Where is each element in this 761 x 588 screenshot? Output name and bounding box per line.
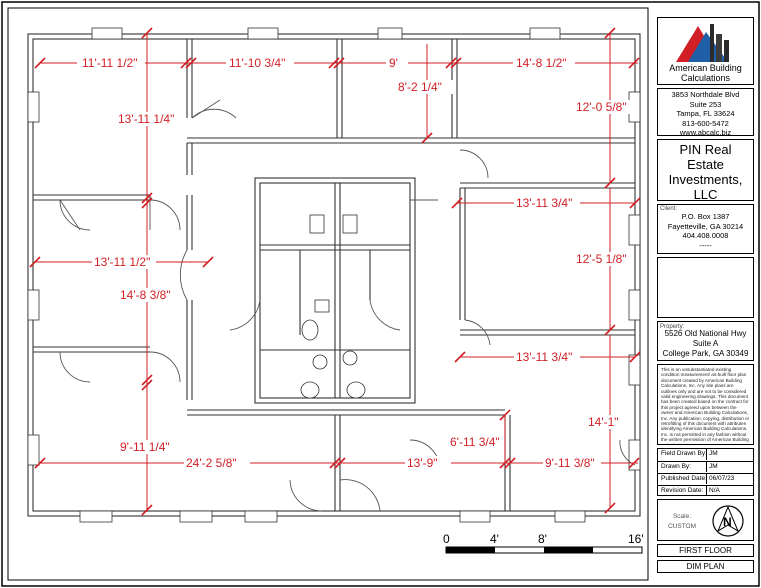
dim-label: 12'-5 1/8" xyxy=(576,252,627,266)
disclaimer-text: This is an unsubstantiated existing cond… xyxy=(657,364,754,445)
meta-row: Published Date: 06/07/23 xyxy=(658,473,753,484)
scale-block: Scale: CUSTOM N xyxy=(657,499,754,541)
meta-value: JM xyxy=(706,462,718,472)
dim-label: 13'-11 3/4" xyxy=(516,196,572,210)
address-line: 3853 Northdale Blvd xyxy=(671,90,740,99)
meta-value: N/A xyxy=(706,486,720,496)
dim-label: 13'-11 3/4" xyxy=(516,350,572,364)
meta-value: JM xyxy=(706,449,718,460)
address-line: Suite 253 xyxy=(689,99,722,109)
firm-logo xyxy=(676,24,729,62)
meta-key: Published Date: xyxy=(661,475,707,482)
client-line: Fayetteville, GA 30214 xyxy=(667,221,744,231)
property-line: Suite A xyxy=(692,339,719,348)
sheet-title-line1: FIRST FLOOR xyxy=(657,544,754,557)
meta-row: Drawn By: JM xyxy=(658,461,753,472)
drawing-meta-table: Field Drawn By: JM Drawn By: JM Publishe… xyxy=(657,448,754,496)
dim-label: 11'-10 3/4" xyxy=(229,56,285,70)
client-block: Client: P.O. Box 1387 Fayetteville, GA 3… xyxy=(657,204,754,254)
dimension-labels: 11'-11 1/2" 11'-10 3/4" 9' 14'-8 1/2" 8'… xyxy=(77,56,632,470)
dim-label: 9'-11 3/8" xyxy=(545,456,595,470)
scale-tick: 0 xyxy=(443,532,450,546)
meta-row: Revision Date: N/A xyxy=(658,485,753,496)
north-label: N xyxy=(723,515,732,529)
dim-label: 12'-0 5/8" xyxy=(576,100,627,114)
meta-row: Field Drawn By: JM xyxy=(658,449,753,460)
meta-key: Drawn By: xyxy=(661,463,691,470)
client-label: Client: xyxy=(660,206,678,212)
client-line: P.O. Box 1387 xyxy=(681,212,730,221)
dim-label: 14'-8 3/8" xyxy=(120,288,171,302)
property-line: 5526 Old National Hwy xyxy=(664,329,747,338)
dimension-ticks xyxy=(29,27,641,516)
firm-logo-block: American Building Calculations xyxy=(657,17,754,85)
address-line: 813-600-5472 xyxy=(682,118,729,128)
project-title: PIN Real Estate Investments, LLC xyxy=(657,139,754,202)
plumbing-fixtures xyxy=(300,214,366,399)
firm-address-block: 3853 Northdale Blvd Suite 253 Tampa, FL … xyxy=(657,88,754,137)
dim-label: 8'-2 1/4" xyxy=(398,80,442,94)
property-label: Property: xyxy=(660,324,685,330)
scale-label: Scale: xyxy=(672,513,692,520)
property-line: College Park, GA 30349 xyxy=(662,349,749,358)
dim-label: 14'-1" xyxy=(588,415,619,429)
drawing-border xyxy=(7,7,649,581)
meta-key: Field Drawn By: xyxy=(661,450,707,457)
scale-tick: 4' xyxy=(490,532,499,546)
address-line: Tampa, FL 33624 xyxy=(676,109,735,118)
client-line: 404.408.0008 xyxy=(682,231,729,240)
dim-label: 24'-2 5/8" xyxy=(186,456,237,470)
dim-label: 6'-11 3/4" xyxy=(450,435,500,449)
meta-value: 06/07/23 xyxy=(706,474,734,484)
scale-tick: 16' xyxy=(628,532,644,546)
dim-label: 9' xyxy=(389,56,398,70)
dim-label: 13'-9" xyxy=(407,456,438,470)
dim-label: 9'-11 1/4" xyxy=(120,440,170,454)
firm-name-line2: Calculations xyxy=(680,73,731,83)
meta-key: Revision Date: xyxy=(661,487,704,494)
dim-label: 13'-11 1/2" xyxy=(94,255,150,269)
walls xyxy=(27,33,641,517)
dim-label: 14'-8 1/2" xyxy=(516,56,567,70)
dim-label: 11'-11 1/2" xyxy=(82,56,137,70)
north-arrow-icon: N xyxy=(712,505,744,537)
firm-name-line1: American Building xyxy=(669,63,742,73)
scale-value: CUSTOM xyxy=(667,523,697,530)
scale-tick: 8' xyxy=(538,532,547,546)
sheet-title-line2: DIM PLAN xyxy=(657,560,754,573)
windows xyxy=(27,27,641,523)
property-block: Property: 5526 Old National Hwy Suite A … xyxy=(657,321,754,361)
scale-bar: 0 4' 8' 16' xyxy=(443,532,644,554)
address-line: www.abcalc.biz xyxy=(679,128,732,137)
dim-label: 13'-11 1/4" xyxy=(118,112,174,126)
client-line: ----- xyxy=(699,240,712,250)
blank-block xyxy=(657,257,754,318)
